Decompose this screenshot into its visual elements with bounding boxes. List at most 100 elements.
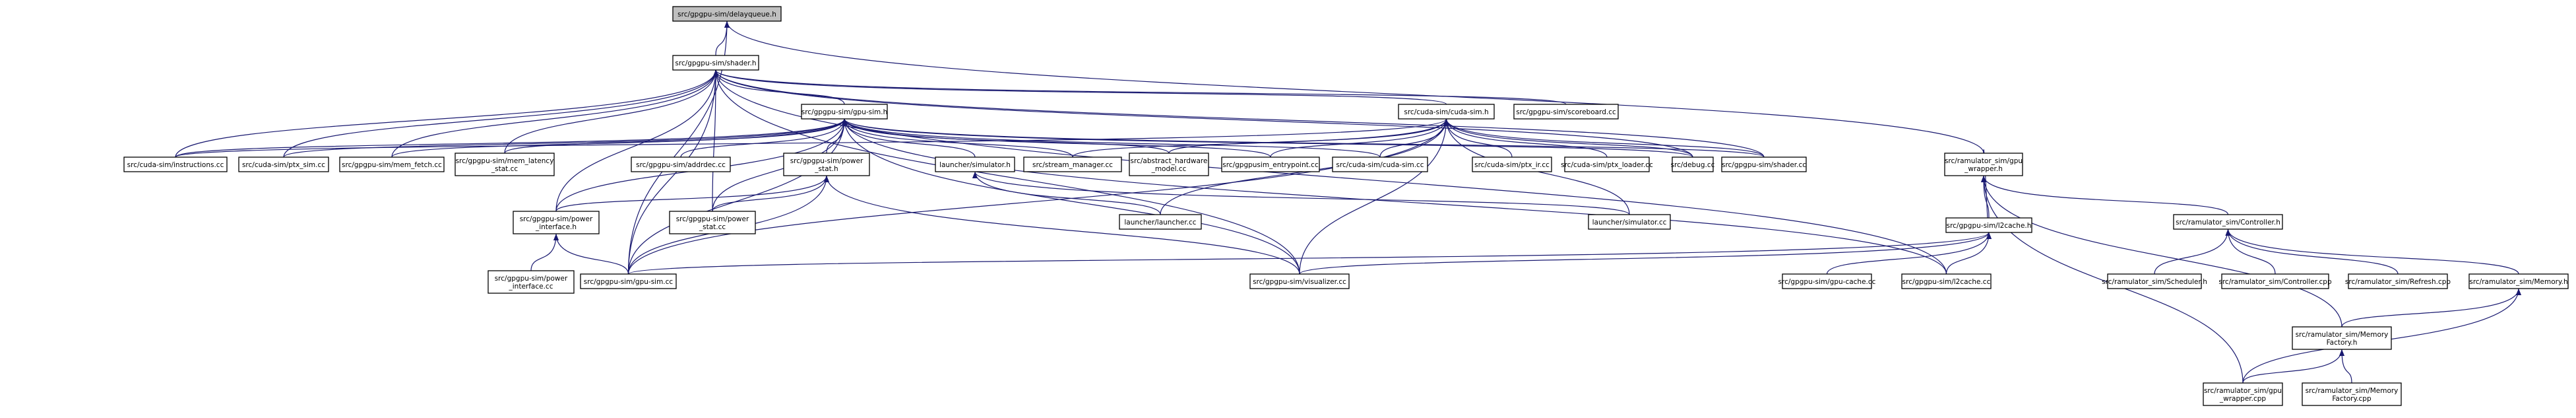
file-node-label: src/cuda-sim/cuda-sim.cc bbox=[1336, 161, 1424, 169]
include-arrow bbox=[842, 118, 1271, 158]
include-arrow bbox=[627, 69, 718, 275]
file-node-ptx-loader-cc[interactable]: src/cuda-sim/ptx_loader.cc bbox=[1561, 157, 1653, 172]
file-nodes: src/gpgpu-sim/delayqueue.h src/gpgpu-sim/… bbox=[123, 6, 2569, 406]
file-node-label: src/ramulator_sim/Scheduler.h bbox=[2102, 278, 2207, 286]
include-arrow bbox=[1826, 232, 1992, 275]
file-node-simulator-cc[interactable]: launcher/simulator.cc bbox=[1588, 214, 1671, 230]
include-arrow bbox=[712, 118, 847, 212]
file-node-box bbox=[935, 157, 1015, 172]
file-node-label: src/gpgpu-sim/mem_latency bbox=[456, 157, 554, 165]
file-node-box bbox=[2173, 214, 2283, 230]
include-arrow bbox=[175, 69, 718, 158]
file-node-label: src/gpgpu-sim/power bbox=[495, 275, 568, 283]
include-arrow bbox=[1443, 118, 1608, 158]
file-node-box bbox=[1332, 157, 1428, 172]
file-node-power-interface-cc[interactable]: src/gpgpu-sim/power_interface.cc bbox=[487, 270, 575, 294]
file-node-power-interface-h[interactable]: src/gpgpu-sim/power_interface.h bbox=[513, 211, 600, 234]
file-node-box bbox=[672, 55, 759, 71]
file-node-scheduler-h[interactable]: src/ramulator_sim/Scheduler.h bbox=[2102, 273, 2207, 289]
file-node-power-stat-h[interactable]: src/gpgpu-sim/power_stat.h bbox=[783, 153, 870, 176]
file-node-box bbox=[2468, 273, 2569, 289]
include-arrow bbox=[1981, 175, 2342, 328]
file-node-debug-cc[interactable]: src/debug.cc bbox=[1671, 157, 1715, 172]
file-node-label: src/ramulator_sim/gpu bbox=[2204, 387, 2282, 395]
file-node-shader-h[interactable]: src/gpgpu-sim/shader.h bbox=[672, 55, 759, 71]
file-node-label: src/gpgpu-sim/delayqueue.h bbox=[677, 11, 776, 18]
file-node-mem-latency-stat-cc[interactable]: src/gpgpu-sim/mem_latency_stat.cc bbox=[455, 153, 555, 176]
file-node-box bbox=[1221, 157, 1320, 172]
include-arrow bbox=[555, 175, 829, 212]
file-node-gpu-sim-h[interactable]: src/gpgpu-sim/gpu-sim.h bbox=[801, 104, 888, 120]
file-node-label: src/abstract_hardware bbox=[1131, 157, 1208, 165]
include-arrow bbox=[504, 118, 847, 154]
file-node-dram-wrapper-h[interactable]: src/ramulator_sim/gpu_wrapper.h bbox=[1944, 153, 2023, 176]
file-node-box bbox=[1119, 214, 1202, 230]
include-arrow bbox=[824, 175, 1300, 275]
file-node-l2cache-cc[interactable]: src/gpgpu-sim/l2cache.cc bbox=[1901, 273, 1992, 289]
include-arrow bbox=[1072, 118, 1449, 158]
file-node-refresh-cpp[interactable]: src/ramulator_sim/Refresh.cpp bbox=[2345, 273, 2451, 289]
file-node-l2cache-h[interactable]: src/gpgpu-sim/l2cache.h bbox=[1945, 217, 2032, 233]
include-arrow bbox=[1270, 118, 1449, 158]
include-arrow bbox=[2225, 228, 2519, 275]
file-node-box bbox=[801, 104, 888, 120]
include-arrow bbox=[1443, 118, 1513, 158]
file-node-shader-cc[interactable]: src/gpgpu-sim/shader.cc bbox=[1721, 157, 1807, 172]
file-node-box bbox=[1513, 104, 1619, 120]
include-arrow bbox=[713, 69, 1567, 105]
file-node-box bbox=[1564, 157, 1650, 172]
include-arrow bbox=[680, 118, 847, 158]
file-node-root[interactable]: src/gpgpu-sim/delayqueue.h bbox=[672, 6, 782, 22]
file-node-ptx-sim-cc[interactable]: src/cuda-sim/ptx_sim.cc bbox=[238, 157, 329, 172]
file-node-box bbox=[631, 157, 731, 172]
file-node-label: src/gpgpusim_entrypoint.cc bbox=[1222, 161, 1319, 169]
file-node-label: _model.cc bbox=[1151, 165, 1187, 173]
file-node-label: src/gpgpu-sim/gpu-sim.h bbox=[801, 108, 888, 116]
include-arrow bbox=[2225, 228, 2276, 275]
file-node-label: src/gpgpu-sim/mem_fetch.cc bbox=[342, 161, 442, 169]
file-node-addrdec-cc[interactable]: src/gpgpu-sim/addrdec.cc bbox=[631, 157, 731, 172]
file-node-entrypoint-cc[interactable]: src/gpgpusim_entrypoint.cc bbox=[1221, 157, 1320, 172]
file-node-gpu-cache-cc[interactable]: src/gpgpu-sim/gpu-cache.cc bbox=[1778, 273, 1876, 289]
file-node-label: src/gpgpu-sim/gpu-cache.cc bbox=[1778, 278, 1876, 286]
file-node-instructions-cc[interactable]: src/cuda-sim/instructions.cc bbox=[123, 157, 228, 172]
file-node-memory-h[interactable]: src/ramulator_sim/Memory.h bbox=[2468, 273, 2569, 289]
file-node-visualizer-cc[interactable]: src/gpgpu-sim/visualizer.cc bbox=[1249, 273, 1350, 289]
file-node-box bbox=[1721, 157, 1807, 172]
file-node-abstract-hardware-model-cc[interactable]: src/abstract_hardware_model.cc bbox=[1129, 153, 1209, 176]
file-node-controller-h[interactable]: src/ramulator_sim/Controller.h bbox=[2173, 214, 2283, 230]
file-node-box bbox=[2107, 273, 2202, 289]
file-node-box bbox=[1901, 273, 1992, 289]
include-arrow bbox=[504, 69, 718, 154]
file-node-gpu-wrapper-cpp[interactable]: src/ramulator_sim/gpu_wrapper.cpp bbox=[2203, 382, 2283, 406]
include-arrow bbox=[712, 69, 718, 212]
file-node-cuda-sim-cc[interactable]: src/cuda-sim/cuda-sim.cc bbox=[1332, 157, 1428, 172]
file-node-gpu-sim-cc[interactable]: src/gpgpu-sim/gpu-sim.cc bbox=[580, 273, 677, 289]
file-node-launcher-cc[interactable]: launcher/launcher.cc bbox=[1119, 214, 1202, 230]
file-node-label: src/gpgpu-sim/shader.h bbox=[675, 59, 756, 67]
include-arrow bbox=[1981, 175, 1990, 219]
file-node-ptx-ir-cc[interactable]: src/cuda-sim/ptx_ir.cc bbox=[1472, 157, 1552, 172]
include-arrow bbox=[713, 69, 1765, 158]
file-node-label: src/gpgpu-sim/shader.cc bbox=[1722, 161, 1806, 169]
file-node-simulator-h[interactable]: launcher/simulator.h bbox=[935, 157, 1015, 172]
include-arrow bbox=[1983, 149, 1992, 240]
include-arrow bbox=[842, 118, 1300, 275]
file-node-controller-cpp[interactable]: src/ramulator_sim/Controller.cpp bbox=[2218, 273, 2332, 289]
file-node-cuda-sim-h[interactable]: src/cuda-sim/cuda-sim.h bbox=[1398, 104, 1495, 120]
file-node-scoreboard-cc[interactable]: src/gpgpu-sim/scoreboard.cc bbox=[1513, 104, 1619, 120]
include-arrow bbox=[283, 69, 718, 158]
file-node-label: src/ramulator_sim/Refresh.cpp bbox=[2345, 278, 2451, 286]
file-node-box bbox=[2302, 382, 2402, 406]
include-arrow bbox=[842, 118, 1765, 158]
file-node-label: _interface.cc bbox=[509, 283, 553, 291]
file-node-mem-fetch-cc[interactable]: src/gpgpu-sim/mem_fetch.cc bbox=[339, 157, 445, 172]
include-arrow bbox=[972, 171, 1630, 215]
include-arrow bbox=[553, 233, 629, 275]
include-arrow bbox=[391, 69, 718, 158]
file-node-power-stat-cc[interactable]: src/gpgpu-sim/power_stat.cc bbox=[669, 211, 756, 234]
file-node-stream-manager-cc[interactable]: src/stream_manager.cc bbox=[1023, 157, 1122, 172]
